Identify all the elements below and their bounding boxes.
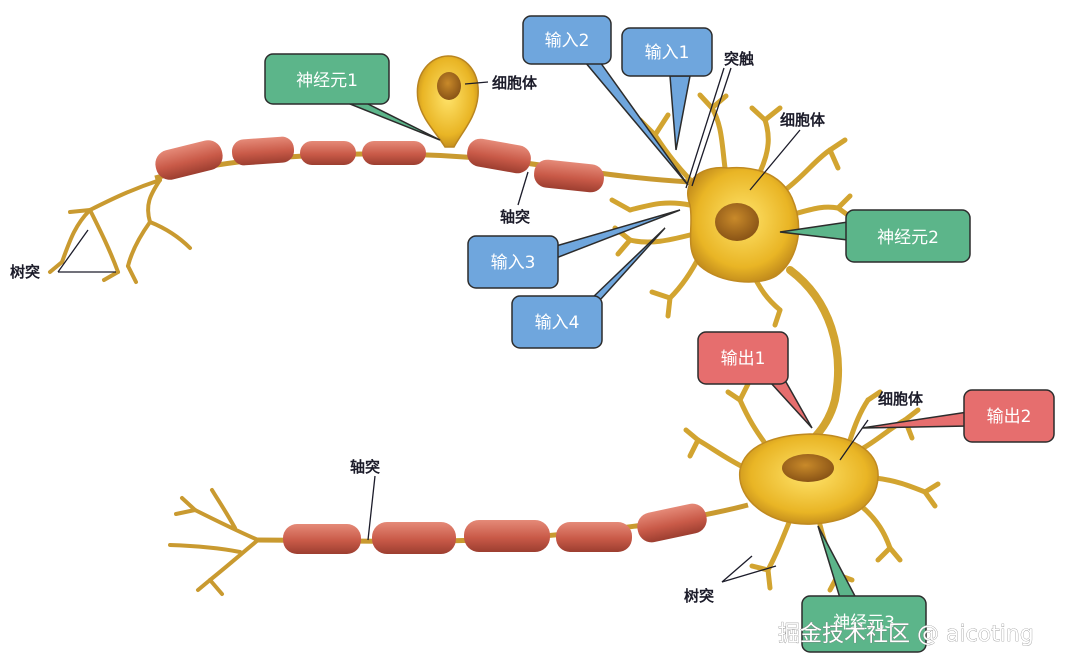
label-axon-top: 轴突: [500, 208, 530, 226]
neuron1-nucleus: [437, 72, 461, 100]
callout-input1: 输入1: [621, 27, 713, 151]
callout-output2-text: 输出2: [987, 407, 1032, 427]
callout-input4-text: 输入4: [535, 313, 580, 333]
neuron3-nucleus: [782, 454, 834, 482]
watermark: 掘金技术社区 @ aicoting: [778, 622, 1034, 647]
callout-output1: 输出1: [697, 331, 813, 429]
neuron-2: [609, 92, 855, 444]
label-soma-top: 细胞体: [492, 74, 538, 92]
label-dendrite-left: 树突: [10, 263, 40, 281]
neuron3-myelin: [283, 503, 707, 554]
callout-neuron3: 神经元3: [801, 525, 927, 653]
label-soma-bottom: 细胞体: [878, 390, 924, 408]
label-dendrite-bottom: 树突: [684, 587, 714, 605]
callout-input3-text: 输入3: [491, 253, 536, 273]
neuron1-myelin: [155, 136, 604, 193]
callout-input4: 输入4: [511, 227, 666, 349]
neuron1-dendrites: [48, 178, 192, 284]
neuron1-soma: [416, 55, 479, 148]
callout-output1-text: 输出1: [721, 349, 766, 369]
callout-neuron2-text: 神经元2: [877, 228, 939, 248]
neuron3-terminals: [168, 488, 260, 596]
callout-neuron1: 神经元1: [264, 53, 441, 141]
neuron-1: [48, 55, 691, 284]
callout-input1-text: 输入1: [645, 43, 690, 63]
label-synapse: 突触: [724, 50, 754, 68]
neuron2-dendrites: [609, 92, 855, 328]
label-soma-right: 细胞体: [780, 111, 826, 129]
neuron2-nucleus: [715, 203, 759, 241]
callout-neuron2: 神经元2: [779, 209, 971, 263]
callout-input2-text: 输入2: [545, 31, 590, 51]
callout-neuron3-text: 神经元3: [833, 613, 895, 633]
neuron2-axon: [786, 266, 842, 444]
label-axon-bottom: 轴突: [350, 458, 380, 476]
callout-neuron1-text: 神经元1: [296, 71, 358, 91]
label-pointers: [57, 67, 869, 583]
callout-input3: 输入3: [467, 209, 681, 289]
neuron-3: [168, 381, 941, 596]
callout-output2: 输出2: [861, 389, 1055, 443]
callout-input2: 输入2: [522, 15, 689, 186]
